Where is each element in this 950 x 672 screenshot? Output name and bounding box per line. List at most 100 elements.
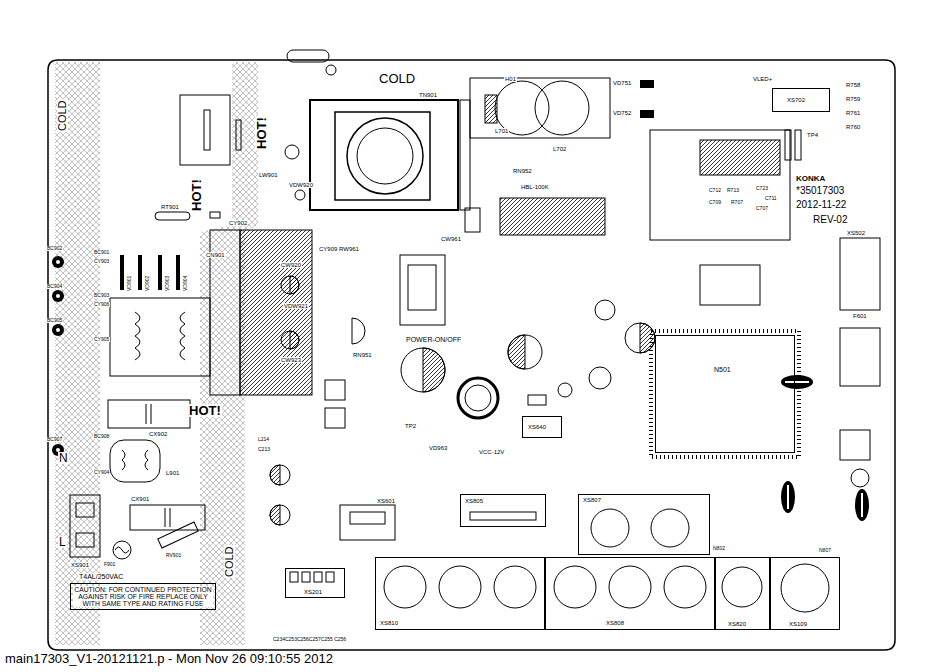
- part-label: VD903: [165, 275, 170, 292]
- component-outline: [840, 238, 880, 310]
- part-label: L901: [165, 470, 180, 476]
- terminal-hole: [56, 260, 863, 517]
- transformer-core: [347, 118, 423, 194]
- part-label: CAUTION: FOR CONTINUED PROTECTION AGAINS…: [73, 586, 213, 607]
- part-label: BC902: [46, 246, 63, 251]
- part-label: XS805: [465, 498, 483, 504]
- part-label: CY902: [228, 220, 248, 226]
- part-label: C711: [764, 196, 778, 201]
- part-label: T4AL/250VAC: [78, 573, 124, 580]
- part-label: N807: [818, 548, 832, 553]
- zone-label: COLD: [57, 99, 68, 132]
- component-outline: [700, 265, 760, 305]
- component-outline: [591, 509, 629, 547]
- part-label: CW920: [280, 262, 302, 268]
- terminal-hole: [861, 493, 863, 517]
- part-label: BC901: [93, 250, 110, 255]
- connector-box: XS109: [770, 557, 840, 630]
- caution-box: CAUTION: FOR CONTINUED PROTECTION AGAINS…: [70, 583, 216, 610]
- part-label: R760: [845, 124, 861, 130]
- component-outline: [170, 508, 171, 527]
- part-label: VDW921: [283, 303, 309, 309]
- component-outline: [851, 469, 869, 487]
- part-label: CY905: [93, 337, 110, 342]
- part-label: VDW920: [288, 182, 314, 188]
- part-label: R758: [845, 82, 861, 88]
- solid-part: [640, 80, 654, 88]
- hatched-part: [240, 230, 312, 395]
- part-label: C234C253C256C257C255 C256: [272, 637, 347, 642]
- part-label: XS702: [787, 97, 805, 103]
- solid-part: [52, 324, 64, 336]
- component-outline: [155, 212, 190, 220]
- component-outline: [781, 564, 829, 612]
- component-outline: [180, 312, 185, 360]
- component-outline: [135, 312, 140, 360]
- component-outline: [589, 367, 611, 389]
- transformer-core: [335, 112, 430, 200]
- component-outline: [470, 78, 610, 138]
- ic-pins: [651, 331, 799, 457]
- part-label: XS502: [846, 230, 866, 236]
- part-label: XS808: [606, 620, 624, 626]
- component-outline: [651, 509, 689, 547]
- component-outline: [558, 383, 572, 397]
- transformer-core: [460, 100, 470, 210]
- transformer-core: [310, 100, 458, 210]
- part-label: XS109: [789, 621, 807, 627]
- part-label: VD901: [127, 275, 132, 292]
- component-outline: [325, 408, 345, 428]
- part-label: N802: [712, 546, 726, 551]
- hatched-part: [485, 95, 497, 123]
- component-outline: [554, 566, 596, 608]
- solid-part: [120, 255, 124, 290]
- component-outline: [795, 130, 801, 160]
- connector-box: XS810: [375, 557, 545, 630]
- file-caption: main17303_V1-20121121.p - Mon Nov 26 09:…: [5, 651, 333, 666]
- part-label: RN951: [352, 352, 373, 358]
- transformer-core: [535, 81, 589, 135]
- component-outline: [151, 404, 152, 424]
- component-outline: [465, 208, 480, 232]
- part-label: CX901: [130, 496, 150, 502]
- solid-part: [52, 290, 64, 302]
- component-outline: [722, 567, 762, 607]
- board-outline: [48, 60, 895, 650]
- part-label: L214: [257, 437, 270, 442]
- component-outline: [270, 465, 290, 485]
- component-outline: [609, 566, 651, 608]
- component-outline: [470, 512, 536, 520]
- part-label: CN901: [205, 252, 226, 258]
- part-label: L: [58, 536, 67, 548]
- warning-label: HOT!: [190, 178, 203, 212]
- component-outline: [840, 430, 870, 460]
- hatched-part: [270, 505, 280, 525]
- component-outline: [110, 440, 160, 482]
- component-outline: [840, 328, 880, 386]
- component-outline: [352, 318, 365, 344]
- connector-box: XS808: [545, 557, 715, 630]
- part-label: RN952: [512, 168, 533, 174]
- part-label: HBL-100K: [520, 184, 550, 190]
- hatched-part: [240, 95, 780, 525]
- component-outline: [76, 503, 94, 517]
- connector-box: XS201: [285, 568, 345, 598]
- part-label: XS810: [380, 620, 398, 626]
- part-label: XS820: [728, 621, 746, 627]
- part-label: N: [58, 452, 69, 464]
- part-label: LW901: [258, 172, 279, 178]
- part-label: XS601: [376, 498, 396, 504]
- hatched-zone: [55, 62, 100, 645]
- component-outline: [115, 547, 129, 553]
- ic-pins: [651, 331, 799, 457]
- component-outline: [295, 190, 305, 200]
- part-label: XS201: [304, 589, 322, 595]
- solid-part: [138, 255, 142, 290]
- component-outline: [70, 495, 100, 557]
- component-outline: [302, 572, 310, 582]
- component-outline: [528, 395, 546, 405]
- solid-part: [781, 481, 795, 513]
- component-outline: [785, 130, 791, 160]
- part-label: VD902: [145, 275, 150, 292]
- solid-part: [52, 256, 64, 268]
